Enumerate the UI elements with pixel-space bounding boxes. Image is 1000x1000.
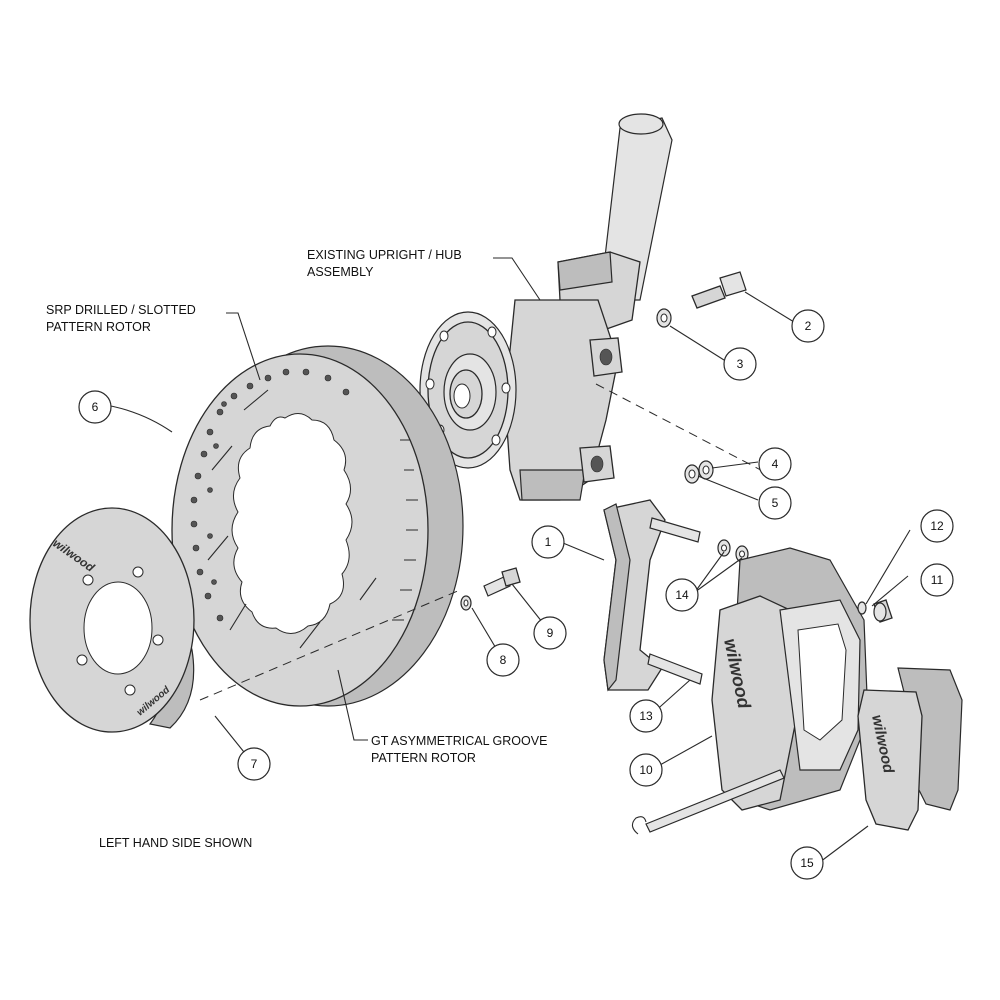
label-gt-line1: GT ASYMMETRICAL GROOVE (371, 734, 547, 748)
callout-11-text: 11 (931, 573, 944, 587)
callout-7: 7 (237, 747, 271, 781)
callout-3: 3 (723, 347, 757, 381)
nut-part-11 (873, 599, 893, 623)
callout-5-text: 5 (772, 496, 779, 510)
callout-9-text: 9 (547, 626, 554, 640)
label-srp-line1: SRP DRILLED / SLOTTED (46, 303, 196, 317)
label-gt-line2: PATTERN ROTOR (371, 751, 476, 765)
callout-12-text: 12 (930, 519, 944, 533)
rotor-hat: wilwood wilwood (29, 507, 195, 733)
callout-12: 12 (920, 509, 954, 543)
label-upright-line2: ASSEMBLY (307, 265, 374, 279)
callout-10-text: 10 (639, 763, 653, 777)
leader-lines (99, 257, 911, 863)
caliper-part-10: wilwood (711, 547, 869, 811)
callout-10: 10 (629, 753, 663, 787)
brake-pads-part-15: wilwood (857, 667, 963, 831)
retaining-pin (645, 769, 785, 833)
callout-15: 15 (790, 846, 824, 880)
caliper-bracket (603, 499, 703, 692)
washer-part-3 (656, 308, 672, 328)
callout-2: 2 (791, 309, 825, 343)
callout-14: 14 (665, 578, 699, 612)
callout-1-text: 1 (545, 535, 552, 549)
callout-3-text: 3 (737, 357, 744, 371)
washers-part-4-5 (684, 460, 714, 484)
srp-drilled-slotted-rotor (171, 345, 464, 707)
label-side-note: LEFT HAND SIDE SHOWN (99, 836, 252, 850)
callout-6: 6 (78, 390, 112, 424)
rotor-drill-holes (190, 368, 350, 622)
callout-4: 4 (758, 447, 792, 481)
callout-6-text: 6 (92, 400, 99, 414)
label-upright-line1: EXISTING UPRIGHT / HUB (307, 248, 462, 262)
retaining-clip (631, 816, 647, 835)
callout-1: 1 (531, 525, 565, 559)
washers-part-14 (717, 539, 749, 563)
callout-11: 11 (920, 563, 954, 597)
washer-part-12 (857, 601, 867, 615)
callout-8: 8 (486, 643, 520, 677)
callout-9: 9 (533, 616, 567, 650)
callout-13: 13 (629, 699, 663, 733)
upright-hub-assembly (419, 113, 673, 501)
callout-8-text: 8 (500, 653, 507, 667)
washer-part-8 (460, 595, 472, 611)
callout-14-text: 14 (675, 588, 689, 602)
callout-5: 5 (758, 486, 792, 520)
callout-13-text: 13 (639, 709, 653, 723)
assembly-axis-lines (199, 383, 781, 701)
callout-2-text: 2 (805, 319, 812, 333)
callout-15-text: 15 (800, 856, 814, 870)
bolt-part-9 (483, 567, 521, 597)
bolt-part-2 (691, 271, 747, 309)
callout-7-text: 7 (251, 757, 258, 771)
label-srp-line2: PATTERN ROTOR (46, 320, 151, 334)
callout-4-text: 4 (772, 457, 779, 471)
